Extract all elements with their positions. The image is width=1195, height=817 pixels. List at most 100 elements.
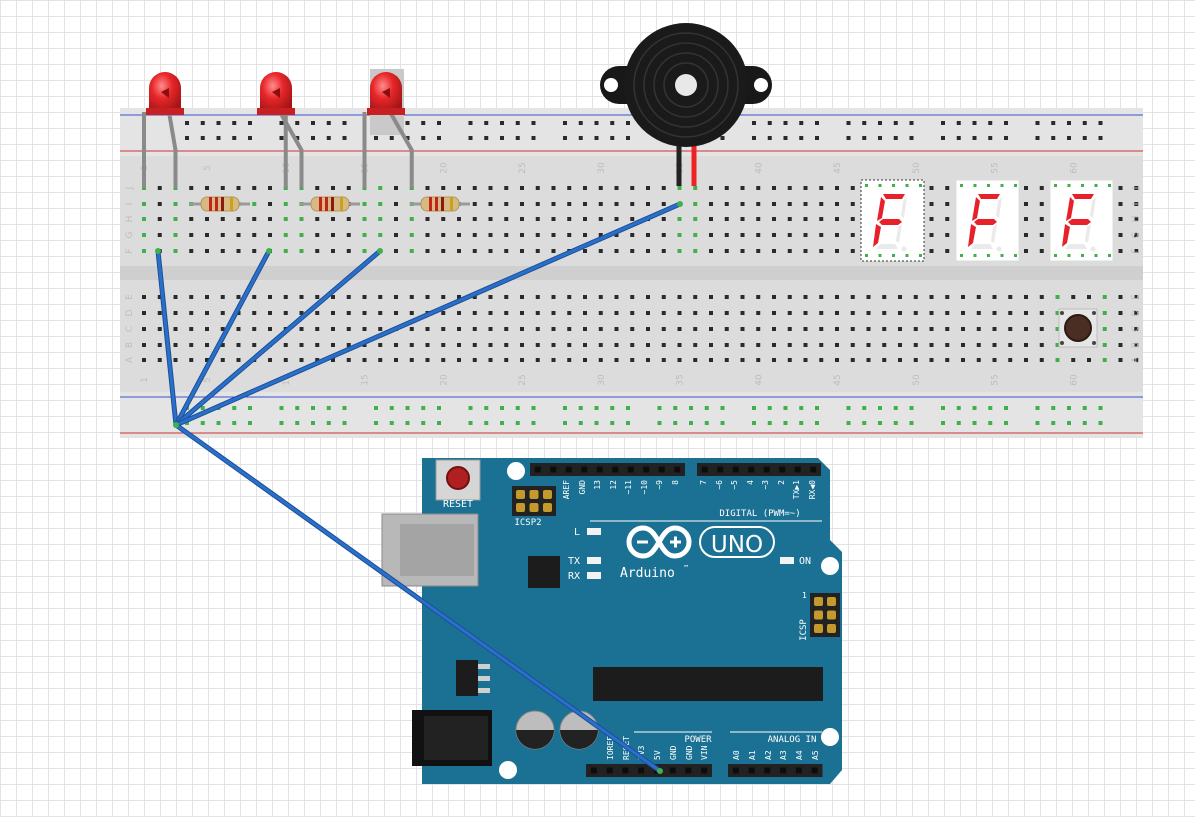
header-socket[interactable] bbox=[606, 767, 613, 774]
header-socket[interactable] bbox=[763, 466, 770, 473]
breadboard-hole bbox=[283, 202, 288, 206]
breadboard-hole bbox=[535, 327, 540, 331]
breadboard-hole bbox=[929, 186, 934, 190]
breadboard-hole bbox=[1024, 217, 1028, 221]
pushbutton-cap[interactable] bbox=[1064, 314, 1092, 342]
breadboard-hole bbox=[520, 343, 524, 347]
header-socket[interactable] bbox=[732, 767, 739, 774]
resistor-band bbox=[450, 197, 453, 211]
pushbutton[interactable] bbox=[1058, 308, 1098, 348]
display-pin bbox=[987, 184, 990, 187]
breadboard-hole bbox=[1039, 249, 1044, 253]
rail-hole bbox=[893, 406, 898, 410]
header-socket[interactable] bbox=[794, 466, 801, 473]
resistor-band bbox=[319, 197, 322, 211]
header-socket[interactable] bbox=[581, 466, 588, 473]
wire-endpoint[interactable] bbox=[377, 248, 383, 254]
breadboard-hole bbox=[1071, 358, 1076, 362]
reset-button[interactable] bbox=[446, 466, 470, 490]
header-socket[interactable] bbox=[622, 767, 629, 774]
rail-hole bbox=[405, 136, 410, 140]
display-pin bbox=[865, 184, 868, 187]
display-pin bbox=[1108, 254, 1111, 257]
header-socket[interactable] bbox=[732, 466, 739, 473]
header-socket[interactable] bbox=[779, 466, 786, 473]
breadboard-hole bbox=[835, 249, 839, 253]
header-socket[interactable] bbox=[701, 466, 708, 473]
header-socket[interactable] bbox=[565, 466, 572, 473]
header-socket[interactable] bbox=[627, 466, 634, 473]
breadboard-hole bbox=[929, 249, 934, 253]
header-socket[interactable] bbox=[674, 466, 681, 473]
breadboard-hole bbox=[677, 295, 682, 299]
breadboard-hole bbox=[661, 343, 666, 347]
breadboard-hole bbox=[362, 311, 367, 315]
header-socket[interactable] bbox=[534, 466, 541, 473]
rail-hole bbox=[200, 421, 205, 425]
wire-endpoint[interactable] bbox=[677, 201, 683, 207]
header-socket[interactable] bbox=[810, 466, 817, 473]
header-socket[interactable] bbox=[764, 767, 771, 774]
rail-hole bbox=[500, 136, 504, 140]
rail-hole bbox=[1004, 136, 1008, 140]
breadboard-hole bbox=[142, 358, 146, 362]
pin-header bbox=[728, 764, 823, 777]
row-letter: C bbox=[1131, 326, 1141, 332]
power-pin-label: GND bbox=[669, 745, 678, 760]
breadboard-hole bbox=[1055, 343, 1060, 347]
wire-endpoint[interactable] bbox=[155, 248, 161, 254]
rail-hole bbox=[232, 421, 237, 425]
rail-hole bbox=[563, 136, 567, 140]
rail-hole bbox=[1067, 421, 1071, 425]
breadboard-hole bbox=[614, 186, 619, 190]
digital-pin-label: RX◀0 bbox=[808, 480, 817, 499]
header-socket[interactable] bbox=[795, 767, 802, 774]
header-socket[interactable] bbox=[643, 466, 650, 473]
rail-hole bbox=[279, 406, 284, 410]
wire-endpoint[interactable] bbox=[266, 248, 272, 254]
breadboard-hole bbox=[189, 295, 194, 299]
breadboard-hole bbox=[866, 358, 871, 362]
breadboard-hole bbox=[346, 358, 351, 362]
rail-hole bbox=[389, 406, 394, 410]
breadboard-hole bbox=[362, 233, 367, 237]
rail-hole bbox=[578, 136, 583, 140]
breadboard-hole bbox=[472, 295, 477, 299]
header-socket[interactable] bbox=[780, 767, 787, 774]
breadboard-hole bbox=[236, 233, 241, 237]
led-l-label: L bbox=[574, 527, 580, 538]
breadboard-hole bbox=[551, 327, 556, 331]
header-socket[interactable] bbox=[701, 767, 708, 774]
breadboard-holes bbox=[142, 121, 1139, 425]
breadboard-hole bbox=[929, 233, 934, 237]
breadboard-hole bbox=[236, 343, 241, 347]
wire-core bbox=[156, 249, 178, 427]
rail-hole bbox=[374, 136, 378, 140]
breadboard-hole bbox=[929, 202, 934, 206]
header-socket[interactable] bbox=[658, 466, 665, 473]
header-socket[interactable] bbox=[685, 767, 692, 774]
breadboard-hole bbox=[520, 311, 524, 315]
header-socket[interactable] bbox=[748, 466, 755, 473]
breadboard-hole bbox=[441, 311, 446, 315]
header-socket[interactable] bbox=[717, 466, 724, 473]
breadboard-hole bbox=[441, 358, 446, 362]
breadboard-hole bbox=[835, 186, 839, 190]
display-pin bbox=[1081, 254, 1084, 257]
row-letter: I bbox=[1131, 203, 1141, 206]
header-socket[interactable] bbox=[748, 767, 755, 774]
breadboard-hole bbox=[457, 295, 461, 299]
breadboard-hole bbox=[567, 311, 572, 315]
header-socket[interactable] bbox=[669, 767, 676, 774]
header-socket[interactable] bbox=[638, 767, 645, 774]
header-socket[interactable] bbox=[596, 466, 603, 473]
header-socket[interactable] bbox=[612, 466, 619, 473]
wire-endpoint[interactable] bbox=[173, 422, 179, 428]
header-socket[interactable] bbox=[550, 466, 557, 473]
header-socket[interactable] bbox=[811, 767, 818, 774]
breadboard-hole bbox=[598, 186, 603, 190]
header-socket[interactable] bbox=[590, 767, 597, 774]
column-number: 25 bbox=[518, 162, 528, 173]
breadboard-hole bbox=[630, 202, 635, 206]
wire-endpoint[interactable] bbox=[657, 768, 663, 774]
